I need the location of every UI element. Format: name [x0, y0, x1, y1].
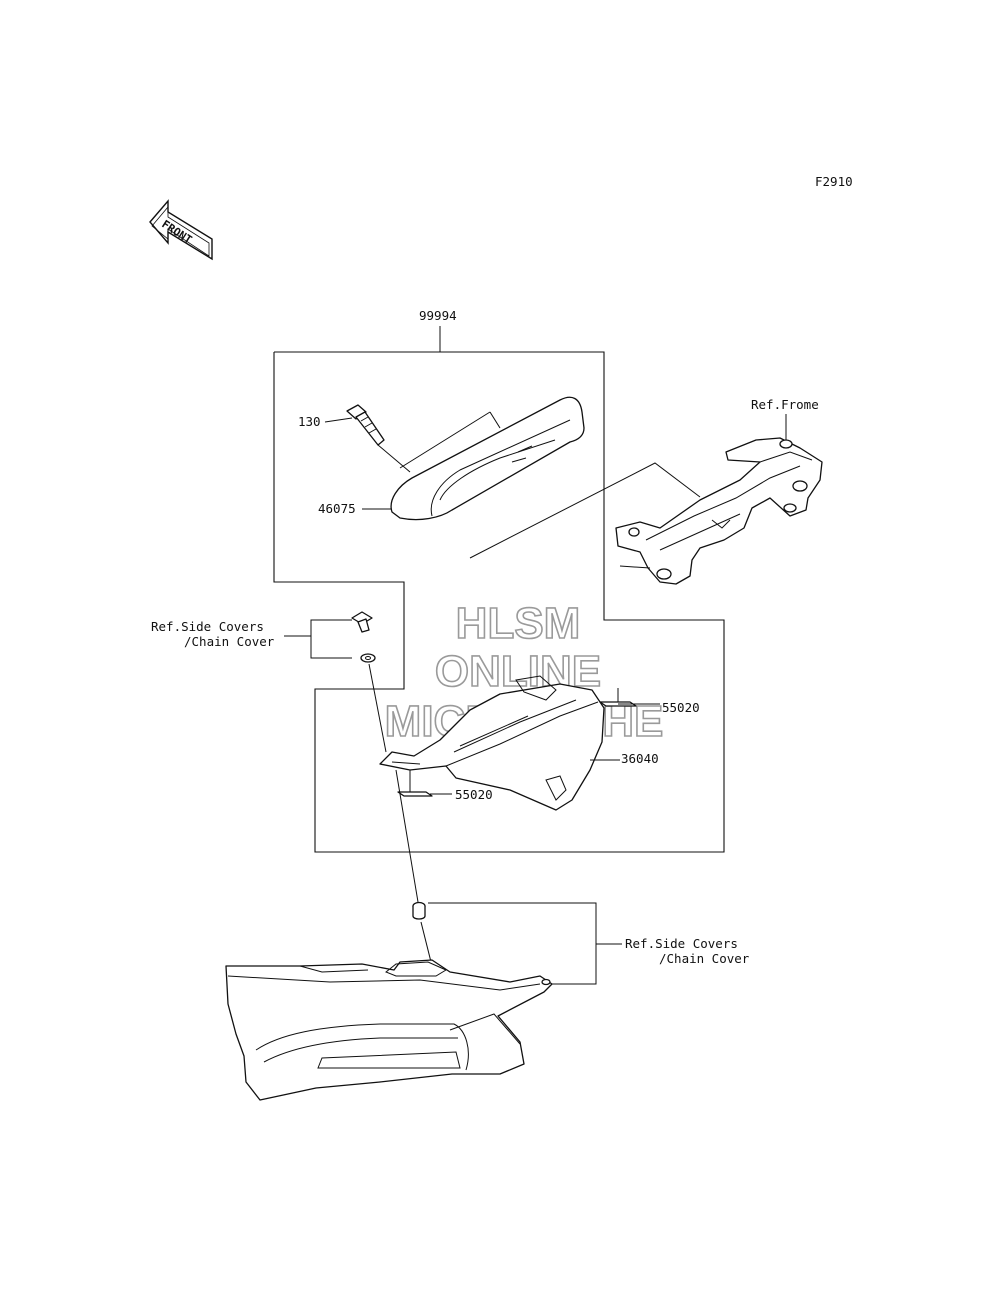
- frame-part: [615, 437, 823, 585]
- label-ref-side-covers-bottom-2: /Chain Cover: [659, 951, 750, 966]
- label-99994: 99994: [419, 308, 457, 323]
- watermark-line-1: HLSM: [456, 599, 581, 648]
- label-ref-frame: Ref.Frome: [751, 397, 819, 412]
- label-ref-side-covers-top-2: /Chain Cover: [184, 634, 275, 649]
- grommet-part: [412, 901, 426, 920]
- assembly-outline: [273, 351, 725, 853]
- washer-part: [360, 653, 376, 663]
- label-46075: 46075: [318, 501, 356, 516]
- bottom-side-cover-part: [225, 959, 553, 1101]
- figure-code: F2910: [815, 174, 853, 189]
- label-36040: 36040: [621, 751, 659, 766]
- side-cover-part: [379, 675, 605, 811]
- label-ref-side-covers-top-1: Ref.Side Covers: [151, 619, 264, 634]
- chain-guard-part: [390, 396, 585, 521]
- screw-part: [351, 611, 373, 633]
- tape-left-part: [397, 791, 433, 797]
- bolt-part: [346, 404, 411, 473]
- front-arrow-icon: FRONT: [149, 199, 213, 261]
- label-130: 130: [298, 414, 321, 429]
- label-ref-side-covers-bottom-1: Ref.Side Covers: [625, 936, 738, 951]
- label-55020-left: 55020: [455, 787, 493, 802]
- label-55020-right: 55020: [662, 700, 700, 715]
